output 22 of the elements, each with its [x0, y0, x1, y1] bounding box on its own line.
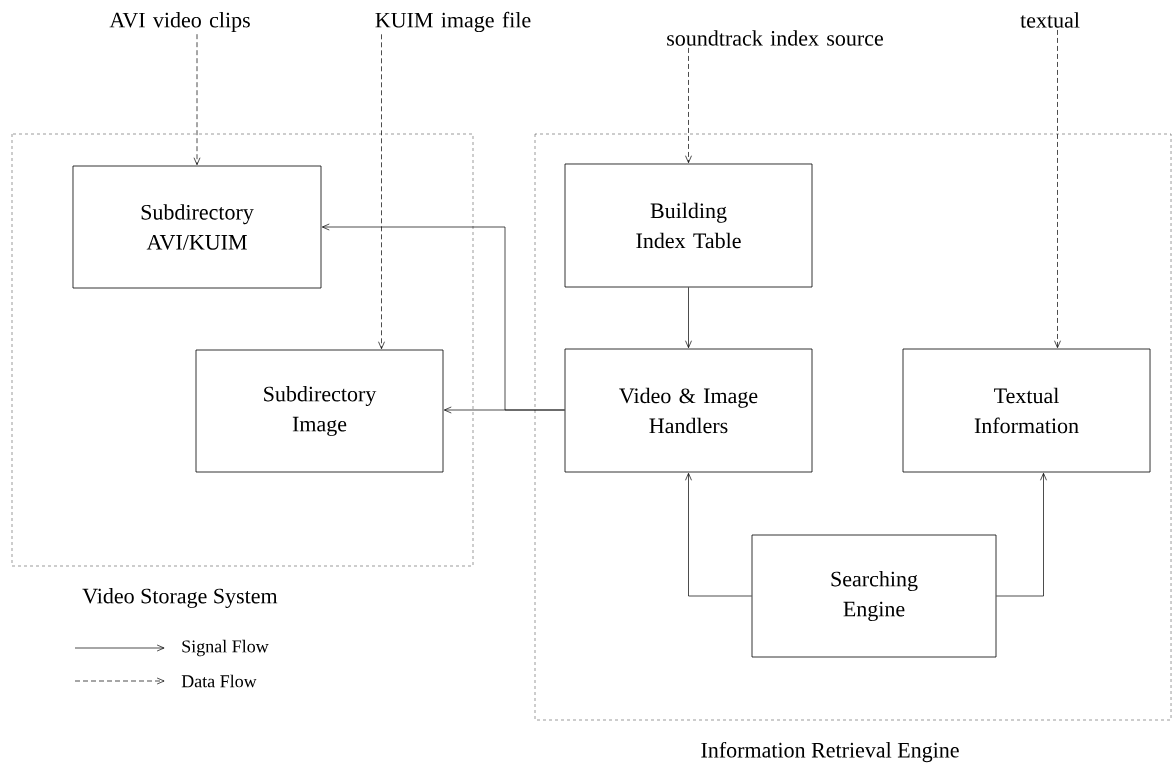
arrow: [685, 472, 752, 597]
process-box: Searching Engine: [751, 534, 997, 658]
arrow: [685, 287, 692, 349]
legend-item: Signal Flow: [74, 639, 269, 657]
process-box: Textual Information: [902, 348, 1151, 473]
process-box: Subdirectory AVI/KUIM: [72, 165, 322, 289]
process-box: Building Index Table: [564, 163, 813, 288]
input-label: textual: [1020, 12, 1080, 28]
input-label: soundtrack index source: [667, 30, 883, 46]
arrow: [1054, 29, 1061, 349]
arrow: [685, 47, 692, 164]
input-label: AVI video clips: [109, 12, 250, 32]
process-box: Subdirectory Image: [195, 349, 444, 473]
node-label: Video Storage System: [82, 588, 278, 609]
node-label: Information Retrieval Engine: [701, 741, 959, 763]
input-label: KUIM image file: [375, 11, 531, 33]
process-box: Video & Image Handlers: [564, 348, 813, 473]
arrow: [443, 406, 565, 414]
arrow: [193, 33, 201, 166]
legend-item: Data Flow: [74, 674, 257, 688]
arrow: [378, 33, 385, 350]
arrow: [996, 472, 1047, 597]
